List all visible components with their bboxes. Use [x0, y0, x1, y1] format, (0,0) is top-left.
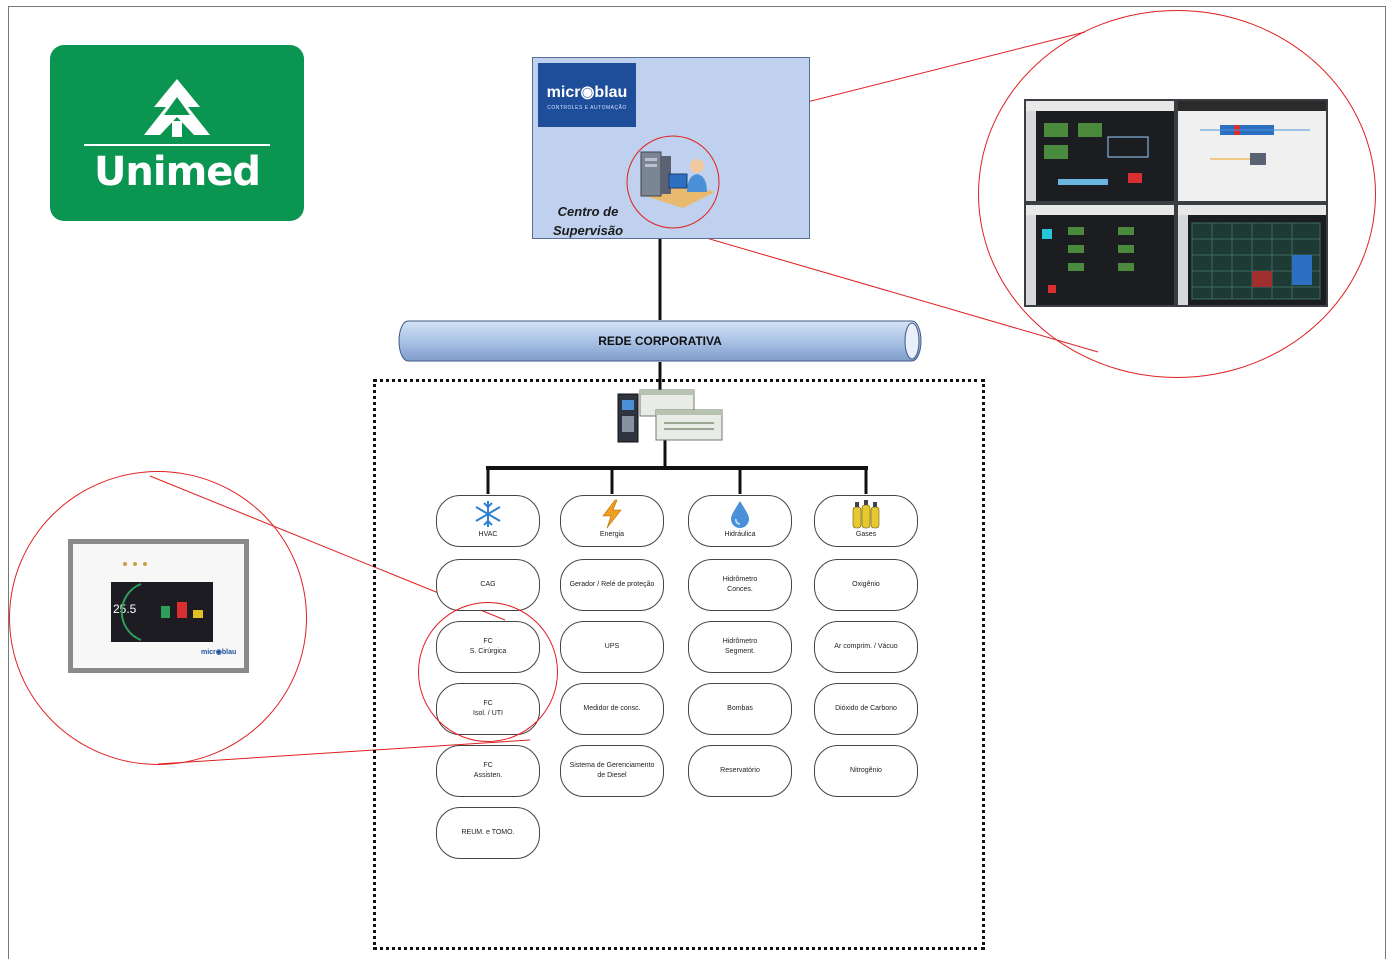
category-gases: Gases	[814, 495, 918, 547]
system-node-reservatorio: Reservatório	[688, 745, 792, 797]
system-node-label: Nitrogênio	[850, 767, 882, 774]
hmi-status-leds	[123, 562, 147, 566]
network-pipe	[398, 320, 922, 362]
system-node-label: Sistema de Gerenciamento de Diesel	[569, 762, 655, 779]
system-node-label: Reservatório	[720, 767, 760, 774]
system-node-ar-comprim-vacuo: Ar comprim. / Vácuo	[814, 621, 918, 673]
system-node-sistema-de-gerenciamento-de-diesel: Sistema de Gerenciamento de Diesel	[560, 745, 664, 797]
hmi-display-value: 25.5	[113, 602, 137, 616]
supervision-center: micr◉blau CONTROLES E AUTOMAÇÃO Centro d…	[532, 57, 810, 239]
unimed-tree-icon	[84, 79, 270, 146]
hmi-gauge-bars	[120, 583, 203, 641]
system-node-fc-assisten: FC Assisten.	[436, 745, 540, 797]
system-node-hidrometro-conces: Hidrômetro Conces.	[688, 559, 792, 611]
system-node-gerador-rele-de-protecao: Gerador / Relé de proteção	[560, 559, 664, 611]
unimed-logo: Unimed	[50, 45, 304, 221]
system-node-label: Medidor de consc.	[583, 705, 641, 712]
system-node-label: Hidrômetro Segment.	[722, 638, 758, 655]
system-node-label: Bombas	[727, 705, 753, 712]
water-drop-icon	[723, 499, 757, 533]
system-node-hidrometro-segment: Hidrômetro Segment.	[688, 621, 792, 673]
system-node-bombas: Bombas	[688, 683, 792, 735]
microblau-logo: micr◉blau CONTROLES E AUTOMAÇÃO	[538, 63, 636, 127]
system-node-oxigenio: Oxigênio	[814, 559, 918, 611]
system-node-label: Gerador / Relé de proteção	[569, 581, 655, 588]
scada-screenshots	[1024, 99, 1328, 307]
microblau-brand: micr◉blau	[546, 84, 628, 101]
node-zoom-circle	[418, 602, 558, 742]
zoom-line-bottom	[671, 227, 1099, 353]
category-label: Hidráulica	[724, 531, 756, 538]
microblau-tagline: CONTROLES E AUTOMAÇÃO	[547, 105, 627, 111]
hmi-zoom-line-bottom	[157, 739, 531, 765]
supervision-zoom-circle	[978, 10, 1376, 378]
gas-cylinders-icon	[849, 499, 883, 533]
system-node-label: CAG	[480, 581, 496, 588]
unimed-wordmark: Unimed	[93, 149, 261, 195]
supervision-label: Centro de Supervisão	[545, 202, 631, 240]
category-label: Gases	[855, 531, 877, 538]
hmi-brand: micr◉blau	[201, 649, 237, 656]
controller-plc-icon	[617, 389, 723, 443]
category-label: HVAC	[478, 531, 498, 538]
scada-screen-grid	[1178, 205, 1326, 305]
system-node-label: Hidrômetro Conces.	[722, 576, 758, 593]
scada-screen-hvac	[1026, 101, 1174, 201]
scada-screen-pumps	[1026, 205, 1174, 305]
system-node-reum-e-tomo: REUM. e TOMO.	[436, 807, 540, 859]
category-hvac: HVAC	[436, 495, 540, 547]
scada-grid-graphic	[1191, 222, 1321, 300]
page-frame	[8, 6, 1386, 959]
system-node-label: FC Assisten.	[473, 762, 503, 779]
scada-diagram-graphic	[1200, 125, 1310, 165]
field-systems-boundary	[373, 379, 985, 950]
network-label: REDE CORPORATIVA	[598, 334, 722, 348]
scada-pumps-graphic	[1042, 227, 1134, 293]
system-node-nitrogenio: Nitrogênio	[814, 745, 918, 797]
system-node-dioxido-de-carbono: Dióxido de Carbono	[814, 683, 918, 735]
supervision-label-line1: Centro de	[557, 204, 619, 219]
system-node-label: Ar comprim. / Vácuo	[834, 643, 898, 650]
system-node-label: Dióxido de Carbono	[835, 705, 897, 712]
system-node-ups: UPS	[560, 621, 664, 673]
operator-workstation-icon	[626, 135, 720, 229]
hmi-panel: 25.5 micr◉blau	[68, 539, 249, 673]
category-label: Energia	[599, 531, 625, 538]
category-hidraulica: Hidráulica	[688, 495, 792, 547]
system-node-medidor-de-consc: Medidor de consc.	[560, 683, 664, 735]
scada-hvac-graphic	[1044, 123, 1149, 185]
hmi-zoom-circle	[9, 471, 307, 765]
hmi-panel-face: 25.5 micr◉blau	[73, 544, 244, 668]
category-energia: Energia	[560, 495, 664, 547]
system-node-label: Oxigênio	[852, 581, 880, 588]
snowflake-icon	[471, 499, 505, 533]
supervision-label-line2: Supervisão	[552, 223, 624, 238]
system-node-label: UPS	[604, 643, 620, 650]
hmi-screen: 25.5	[111, 582, 213, 642]
system-node-label: REUM. e TOMO.	[461, 829, 515, 836]
lightning-icon	[595, 499, 629, 533]
scada-screen-diagram	[1178, 101, 1326, 201]
